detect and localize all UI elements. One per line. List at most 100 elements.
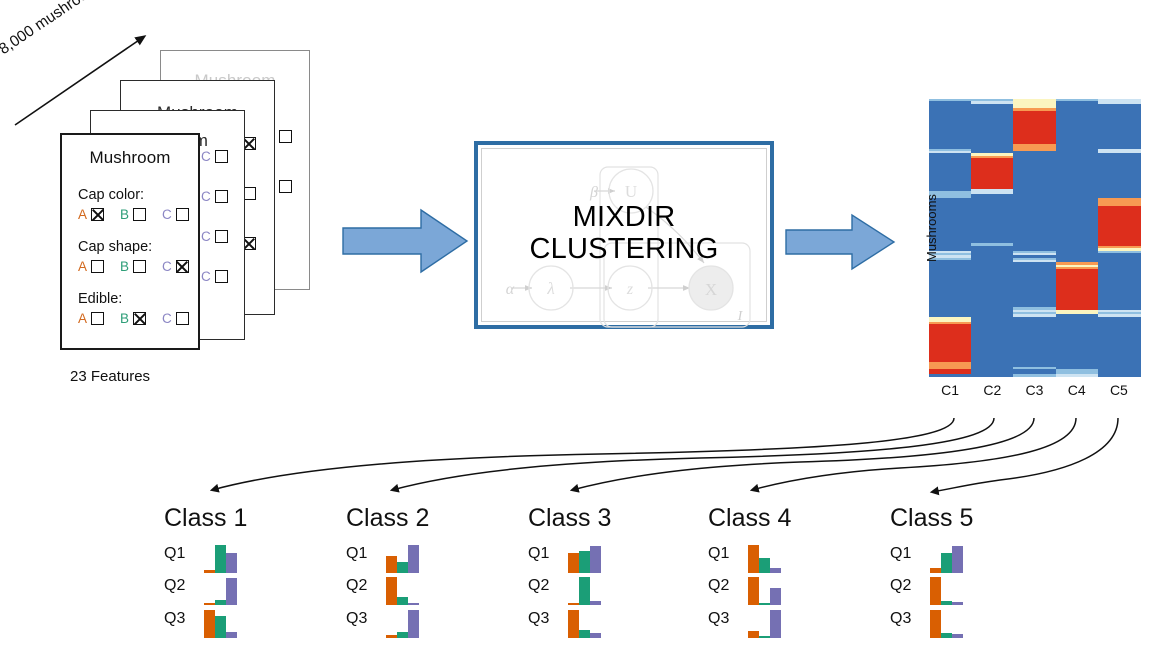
heatmap-cell <box>1055 357 1099 361</box>
heatmap-cell <box>1055 366 1099 370</box>
heatmap-cell <box>929 146 972 150</box>
heatmap-cell <box>1097 125 1141 128</box>
heatmap-cell <box>1055 233 1099 237</box>
heatmap-cell <box>929 177 972 181</box>
heatmap-cell <box>971 297 1014 301</box>
ghost-checkbox <box>214 190 228 203</box>
heatmap-cell <box>929 245 972 249</box>
heatmap-cell <box>1013 151 1057 155</box>
heatmap-cell <box>1055 316 1099 320</box>
ghost-checkbox <box>214 270 228 283</box>
heatmap-cell <box>1013 297 1057 301</box>
question-label-1-q1: Q1 <box>164 545 186 562</box>
checkbox-cap-color-c[interactable] <box>175 208 189 222</box>
heatmap-cell <box>1097 160 1141 164</box>
heatmap-cell <box>1013 108 1057 112</box>
heatmap-cell <box>929 132 972 136</box>
heatmap-column-label-c5: C5 <box>1109 382 1128 398</box>
svg-text:α: α <box>506 281 515 298</box>
option-b[interactable]: B <box>120 312 147 326</box>
heatmap-cell <box>929 267 972 271</box>
heatmap-cell <box>1097 129 1141 133</box>
heatmap-cell <box>929 188 972 192</box>
heatmap-cell <box>971 233 1014 237</box>
heatmap-cell <box>1013 259 1057 263</box>
heatmap-cell <box>1055 276 1099 280</box>
heatmap-cell <box>929 347 972 351</box>
question-label-1-q3: Q3 <box>164 610 186 627</box>
question-label-4-q3: Q3 <box>708 610 730 627</box>
checkbox-edible-b[interactable] <box>133 312 147 326</box>
option-b[interactable]: B <box>120 260 147 274</box>
heatmap-cell <box>1097 158 1141 162</box>
heatmap-cell <box>929 361 972 365</box>
heatmap-cell <box>929 174 972 178</box>
ghost-option-letter: C <box>201 269 211 284</box>
heatmap-cell <box>1097 200 1141 204</box>
question-barchart-2-q3 <box>386 610 422 638</box>
heatmap-cell <box>1013 179 1057 183</box>
bar-1 <box>579 629 590 638</box>
heatmap-cell <box>971 132 1014 136</box>
heatmap-cell <box>1055 262 1099 266</box>
heatmap-cell <box>929 371 972 375</box>
checkbox-cap-shape-c[interactable] <box>175 260 189 274</box>
heatmap-cell <box>1013 328 1057 332</box>
heatmap-cell <box>971 314 1014 318</box>
bar-1 <box>941 633 952 638</box>
heatmap-cell <box>971 309 1014 313</box>
option-b[interactable]: B <box>120 208 147 222</box>
option-a[interactable]: A <box>78 260 105 274</box>
cluster-to-class-arrows <box>209 417 1119 496</box>
heatmap-cell <box>929 250 972 254</box>
heatmap-cell <box>929 274 972 278</box>
checkbox-edible-c[interactable] <box>175 312 189 326</box>
bar-0 <box>748 631 759 638</box>
heatmap-cell <box>1097 141 1141 145</box>
heatmap-cell <box>1097 233 1141 237</box>
heatmap-cell <box>1055 139 1099 143</box>
question-label-3-q2: Q2 <box>528 577 550 594</box>
heatmap-cell <box>1055 193 1099 197</box>
bar-0 <box>204 602 215 605</box>
heatmap-cell <box>1013 160 1057 164</box>
heatmap-cell <box>929 205 972 209</box>
heatmap-cell <box>971 110 1014 114</box>
option-c[interactable]: C <box>162 312 189 326</box>
heatmap-cell <box>1013 312 1057 316</box>
heatmap-cell <box>1055 134 1099 138</box>
checkbox-cap-color-a[interactable] <box>91 208 105 222</box>
checkbox-cap-shape-a[interactable] <box>91 260 105 274</box>
heatmap-cell <box>1013 193 1057 197</box>
question-barchart-5-q3 <box>930 610 966 638</box>
heatmap-cell <box>1055 205 1099 209</box>
heatmap-cell <box>1013 203 1057 207</box>
checkbox-cap-shape-b[interactable] <box>133 260 147 274</box>
checkbox-edible-a[interactable] <box>91 312 105 326</box>
heatmap-cell <box>929 290 972 294</box>
heatmap-cell <box>1097 191 1141 195</box>
question-label-5-q1: Q1 <box>890 545 912 562</box>
heatmap-cell <box>1013 153 1057 157</box>
heatmap-cell <box>1097 290 1141 294</box>
ghost-option-n4: C <box>201 269 228 284</box>
feature-cap-color: Cap color: A B C <box>78 187 189 222</box>
option-c[interactable]: C <box>162 260 189 274</box>
heatmap-cell <box>1013 335 1057 339</box>
heatmap-cell <box>1097 259 1141 263</box>
heatmap-cell <box>1097 177 1141 181</box>
heatmap-cell <box>929 155 972 159</box>
heatmap-cell <box>929 295 972 299</box>
heatmap-cell <box>1097 110 1141 114</box>
heatmap-cell <box>1013 345 1057 349</box>
heatmap-cell <box>1013 141 1057 145</box>
checkbox-cap-color-b[interactable] <box>133 208 147 222</box>
heatmap-cell <box>971 290 1014 294</box>
heatmap-cell <box>1097 151 1141 155</box>
heatmap-cell <box>1055 226 1099 230</box>
heatmap-cell <box>971 120 1014 124</box>
option-a[interactable]: A <box>78 312 105 326</box>
option-a[interactable]: A <box>78 208 105 222</box>
heatmap-cell <box>971 167 1014 171</box>
option-c[interactable]: C <box>162 208 189 222</box>
